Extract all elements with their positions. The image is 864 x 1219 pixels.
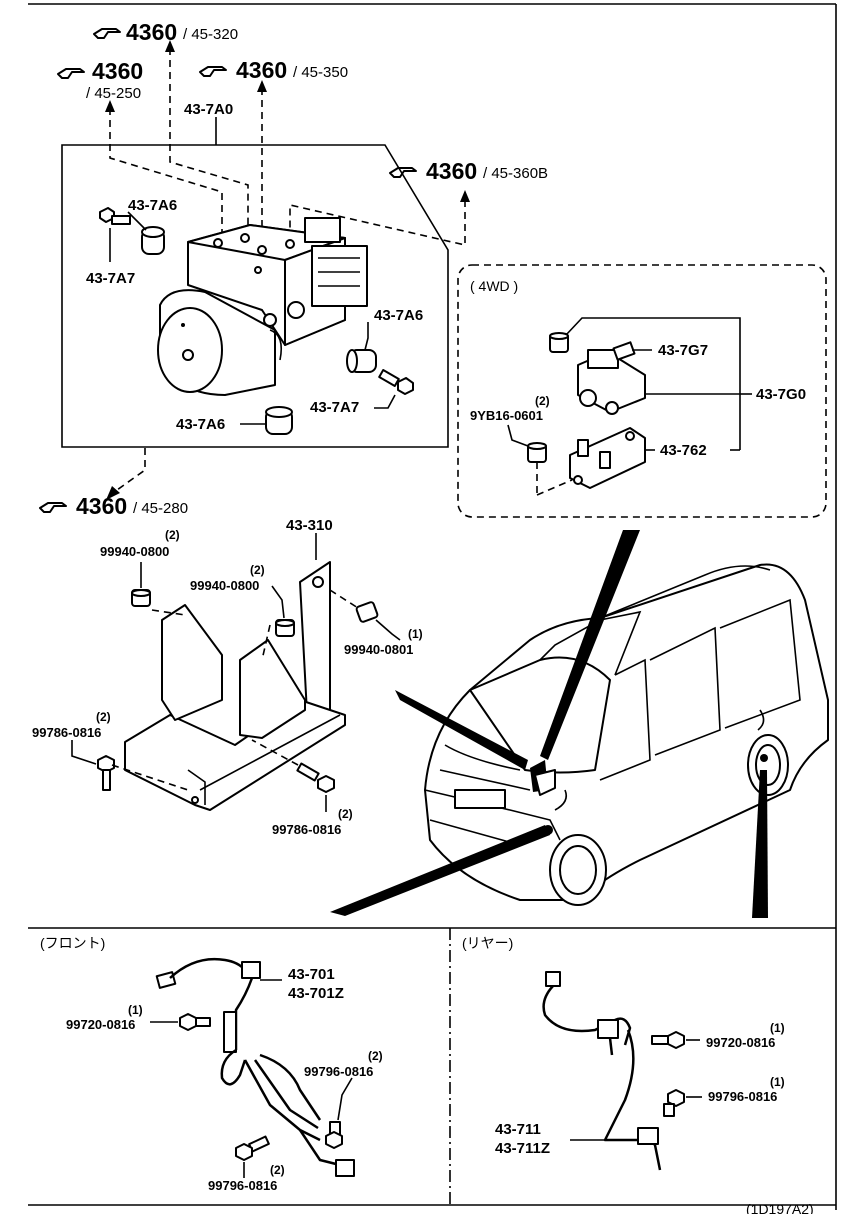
section-rear: (リヤー): [462, 935, 513, 951]
bolt-right[interactable]: [378, 369, 414, 395]
label-g-nut-qty: (2): [535, 394, 550, 408]
label-cushion-right: 43-7A6: [374, 307, 423, 324]
label-rear-bolt2: 99796-0816: [708, 1089, 777, 1104]
pointing-hand-icon: [199, 66, 227, 77]
label-rear-bolt2-qty: (1): [770, 1075, 785, 1089]
label-g-sensor-part: 43-7G7: [658, 342, 708, 359]
pointing-hand-icon: [57, 68, 85, 79]
label-cushion-bottom: 43-7A6: [176, 416, 225, 433]
frame: [28, 3, 837, 1210]
label-bolt-a-qty: (2): [96, 710, 111, 724]
label-nut-c-qty: (1): [408, 627, 423, 641]
cushion-top[interactable]: [141, 226, 165, 255]
pointer-wedge: [330, 825, 550, 916]
bolt-left[interactable]: [99, 207, 131, 225]
g-sensor-bracket[interactable]: [569, 427, 646, 489]
svg-text:/ 45-280: / 45-280: [133, 500, 188, 517]
svg-text:4360: 4360: [92, 58, 143, 84]
label-front-bolt2: 99796-0816: [304, 1064, 373, 1079]
front-sensor-section: (フロント) 43-701 43-701Z (1) 99720-0816: [40, 935, 383, 1193]
label-hu-unit: 43-7A0: [184, 101, 233, 118]
label-cushion-top: 43-7A6: [128, 197, 177, 214]
label-bolt-b-qty: (2): [338, 807, 353, 821]
label-front-sensor: 43-701: [288, 966, 335, 983]
vehicle: [424, 563, 829, 906]
pointing-hand-icon: [39, 502, 67, 513]
hydraulic-unit-group: 43-7A0: [61, 101, 449, 448]
pointing-hand-icon: [389, 167, 417, 178]
rear-wheel-speed-sensor[interactable]: [542, 971, 662, 1171]
ref-45-250[interactable]: 4360 / 45-250: [57, 58, 143, 102]
label-bolt-left: 43-7A7: [86, 270, 135, 287]
svg-text:/ 45-320: / 45-320: [183, 26, 238, 43]
pointer-wedge: [752, 770, 768, 918]
svg-text:/ 45-250: / 45-250: [86, 85, 141, 102]
svg-text:4360: 4360: [76, 493, 127, 519]
pointer-wedge: [395, 690, 528, 770]
ref-45-360b[interactable]: 4360 / 45-360B: [389, 158, 548, 184]
cushion-right[interactable]: [346, 349, 377, 373]
section-front: (フロント): [40, 935, 105, 951]
label-front-bolt3: 99796-0816: [208, 1178, 277, 1193]
nut-c[interactable]: [355, 601, 379, 623]
reference-leaders: [105, 40, 470, 500]
label-rear-bolt1: 99720-0816: [706, 1035, 775, 1050]
label-nut-b-qty: (2): [250, 563, 265, 577]
label-rear-bolt1-qty: (1): [770, 1021, 785, 1035]
cushion-bottom[interactable]: [265, 406, 293, 435]
section-4wd: ( 4WD ): [470, 278, 518, 294]
nut-b[interactable]: [275, 619, 295, 637]
label-g-sensor: 43-7G0: [756, 386, 806, 403]
ref-45-350[interactable]: 4360 / 45-350: [199, 57, 348, 83]
label-front-bolt1-qty: (1): [128, 1003, 143, 1017]
rear-bolt-1[interactable]: [651, 1031, 685, 1049]
bracket[interactable]: [124, 561, 346, 811]
label-nut-a-qty: (2): [165, 528, 180, 542]
label-front-bolt1: 99720-0816: [66, 1017, 135, 1032]
nut-a[interactable]: [131, 589, 151, 607]
front-wheel-speed-sensor[interactable]: [155, 957, 355, 1177]
label-front-sensor-z: 43-701Z: [288, 985, 344, 1002]
pointer-wedge: [540, 530, 640, 760]
front-bolt-1[interactable]: [179, 1013, 211, 1031]
hydraulic-unit[interactable]: [157, 217, 368, 396]
label-front-bolt2-qty: (2): [368, 1049, 383, 1063]
label-bolt-a: 99786-0816: [32, 725, 101, 740]
label-bolt-b: 99786-0816: [272, 822, 341, 837]
svg-text:/ 45-360B: / 45-360B: [483, 165, 548, 182]
label-nut-a: 99940-0800: [100, 544, 169, 559]
label-bracket: 43-310: [286, 517, 333, 534]
bolt-a[interactable]: [97, 755, 115, 791]
label-g-bracket: 43-762: [660, 442, 707, 459]
bracket-group: 43-310 (2) 99940-0800 (2) 99940-0800: [32, 517, 423, 837]
g-sensor[interactable]: [577, 341, 646, 415]
svg-text:4360: 4360: [126, 19, 177, 45]
bolt-b[interactable]: [296, 762, 335, 793]
ref-45-280[interactable]: 4360 / 45-280: [39, 493, 188, 519]
g-sensor-nut-bottom[interactable]: [527, 442, 547, 463]
rear-bolt-2[interactable]: [663, 1089, 685, 1117]
front-bolt-2[interactable]: [325, 1121, 343, 1149]
footer-code: (1D197A2): [746, 1201, 814, 1214]
label-rear-sensor: 43-711: [495, 1121, 541, 1138]
front-bolt-3[interactable]: [235, 1135, 270, 1161]
vehicle-illustration: [330, 530, 829, 918]
rear-sensor-section: (リヤー) 43-711 43-711Z (1) 99720-0816 (1) …: [462, 935, 785, 1171]
label-rear-sensor-z: 43-711Z: [495, 1140, 550, 1157]
ref-45-320[interactable]: 4360 / 45-320: [93, 19, 238, 45]
label-nut-b: 99940-0800: [190, 578, 259, 593]
label-bolt-right: 43-7A7: [310, 399, 359, 416]
svg-text:4360: 4360: [236, 57, 287, 83]
g-sensor-nut-top[interactable]: [549, 332, 569, 353]
svg-text:4360: 4360: [426, 158, 477, 184]
label-g-nut: 9YB16-0601: [470, 408, 543, 423]
pointing-hand-icon: [93, 28, 121, 39]
g-sensor-group: ( 4WD ) 43-7G7 43-7G0 43-762: [457, 264, 827, 518]
label-front-bolt3-qty: (2): [270, 1163, 285, 1177]
svg-text:/ 45-350: / 45-350: [293, 64, 348, 81]
label-nut-c: 99940-0801: [344, 642, 413, 657]
